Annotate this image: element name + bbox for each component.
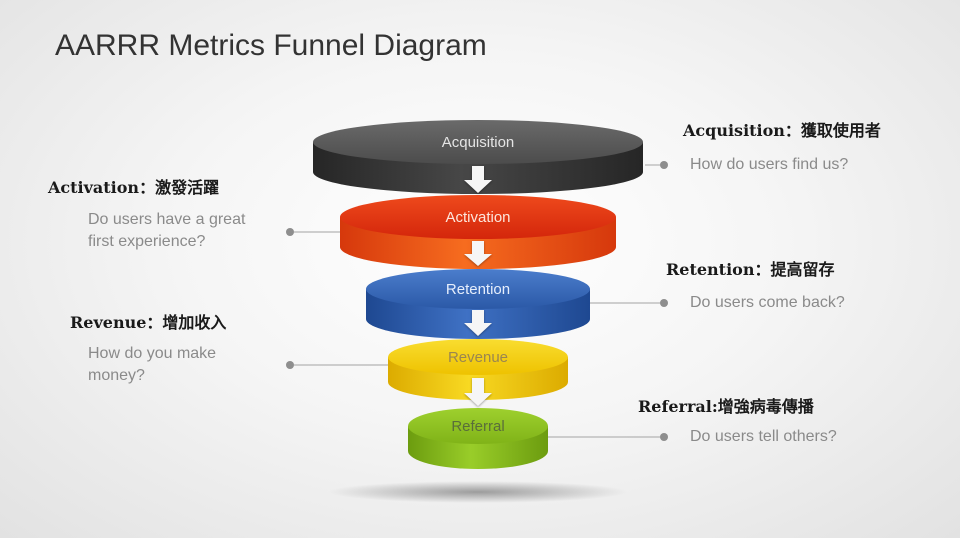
callout-description-retention: Do users come back? — [690, 294, 845, 311]
connector-dot-activation — [286, 228, 294, 236]
callout-heading-acquisition: Acquisition：獲取使用者 — [683, 121, 881, 140]
layer-top — [313, 120, 643, 164]
layer-top — [388, 339, 568, 375]
down-arrow-icon — [464, 378, 492, 406]
layer-top — [340, 195, 616, 239]
down-arrow-icon — [464, 166, 492, 193]
connector-dot-referral — [660, 433, 668, 441]
funnel-shadow — [328, 481, 628, 503]
page-title: AARRR Metrics Funnel Diagram — [55, 29, 487, 62]
layer-label-retention: Retention — [446, 281, 510, 298]
callout-description-acquisition: How do users find us? — [690, 156, 849, 173]
callout-description-activation: first experience? — [88, 233, 206, 250]
callout-heading-activation: Activation：激發活躍 — [48, 178, 220, 197]
callout-description-revenue: How do you make — [88, 345, 217, 362]
connector-dot-revenue — [286, 361, 294, 369]
funnel-layer-referral: Referral — [408, 408, 548, 469]
connector-dot-acquisition — [660, 161, 668, 169]
callout-heading-referral: Referral:增強病毒傳播 — [638, 397, 814, 416]
connector-dot-retention — [660, 299, 668, 307]
down-arrow-icon — [464, 241, 492, 266]
layer-label-referral: Referral — [451, 418, 504, 435]
layer-top — [366, 269, 590, 309]
callout-heading-retention: Retention：提高留存 — [666, 260, 835, 279]
callout-description-referral: Do users tell others? — [690, 428, 837, 445]
callout-heading-revenue: Revenue：增加收入 — [70, 313, 227, 332]
layer-label-revenue: Revenue — [448, 349, 508, 366]
callout-description-activation: Do users have a great — [88, 211, 246, 228]
funnel-layer-revenue: Revenue — [388, 339, 568, 400]
down-arrow-icon — [464, 310, 492, 336]
layer-top — [408, 408, 548, 444]
callout-description-revenue: money? — [88, 367, 145, 384]
layer-label-activation: Activation — [445, 209, 510, 226]
layer-label-acquisition: Acquisition — [442, 134, 515, 151]
